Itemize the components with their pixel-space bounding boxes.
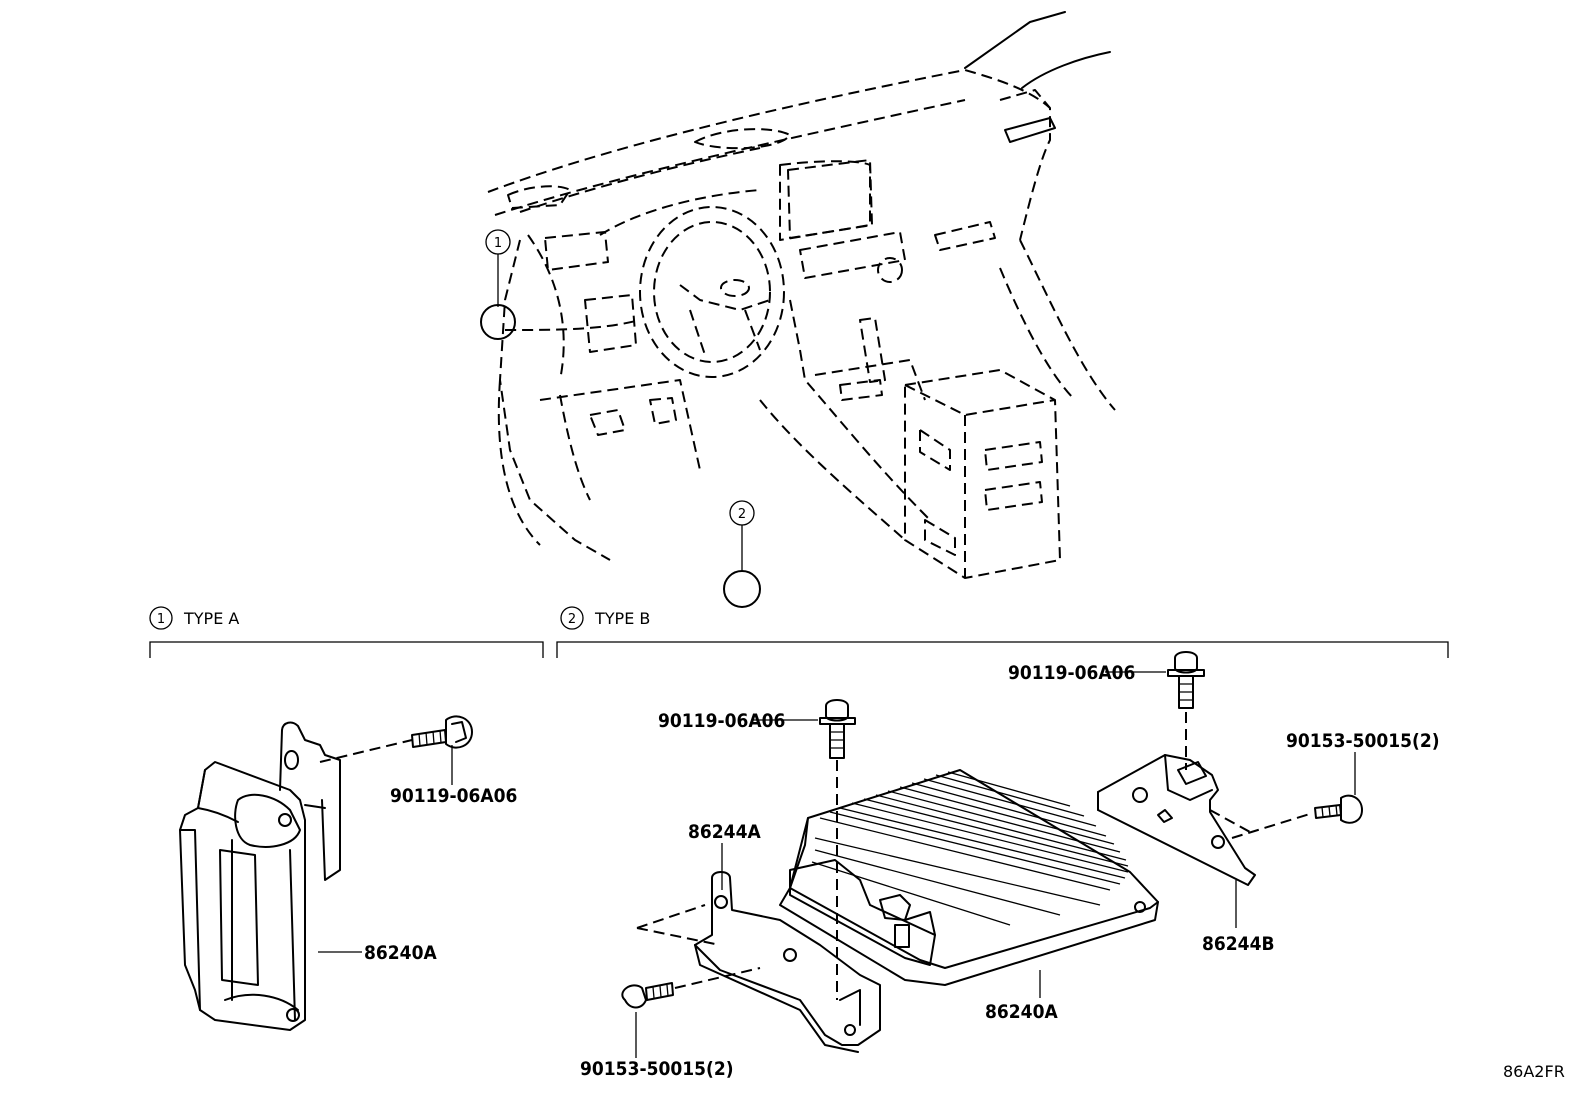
part-label-90153-50015-b-left: 90153-50015(2): [580, 1058, 734, 1080]
type-b-amplifier-drawing: [779, 769, 1159, 986]
type-b-bolt-right-drawing: [1167, 651, 1205, 770]
callout-number-1: 1: [494, 236, 502, 251]
section-a-number: 1: [157, 612, 165, 627]
part-label-86240A-b: 86240A: [985, 1001, 1058, 1023]
diagram-code: 86A2FR: [1503, 1062, 1565, 1081]
section-b-number: 2: [568, 612, 576, 627]
section-type-a-header: 1 TYPE A: [149, 606, 544, 658]
type-b-bolt-small-left-drawing: [621, 967, 761, 1009]
callout-marker-1: 1: [480, 229, 516, 340]
dashboard-overview: [487, 11, 1116, 579]
callout-number-2: 2: [738, 507, 746, 522]
part-label-90119-06A06-b-right: 90119-06A06: [1008, 662, 1135, 684]
cooling-fins: [811, 771, 1129, 926]
type-b-bracket-right-drawing: [1097, 754, 1256, 886]
part-label-86240A-a: 86240A: [364, 942, 437, 964]
part-label-86244B: 86244B: [1202, 933, 1275, 955]
section-type-b-header: 2 TYPE B: [556, 606, 1449, 658]
part-label-90153-50015-b-right: 90153-50015(2): [1286, 730, 1440, 752]
section-b-label: TYPE B: [594, 609, 650, 628]
section-a-label: TYPE A: [183, 609, 239, 628]
part-label-86244A: 86244A: [688, 821, 761, 843]
part-label-90119-06A06-b-left: 90119-06A06: [658, 710, 785, 732]
part-label-90119-06A06-a: 90119-06A06: [390, 785, 517, 807]
type-a-module-drawing: [179, 721, 341, 1031]
callout-marker-2: 2: [723, 500, 761, 608]
type-a-bolt-drawing: [319, 715, 473, 763]
type-b-bolt-left-drawing: [819, 699, 856, 1000]
type-b-bracket-left-drawing: [636, 871, 881, 1053]
type-b-bolt-small-right-drawing: [1231, 794, 1363, 839]
